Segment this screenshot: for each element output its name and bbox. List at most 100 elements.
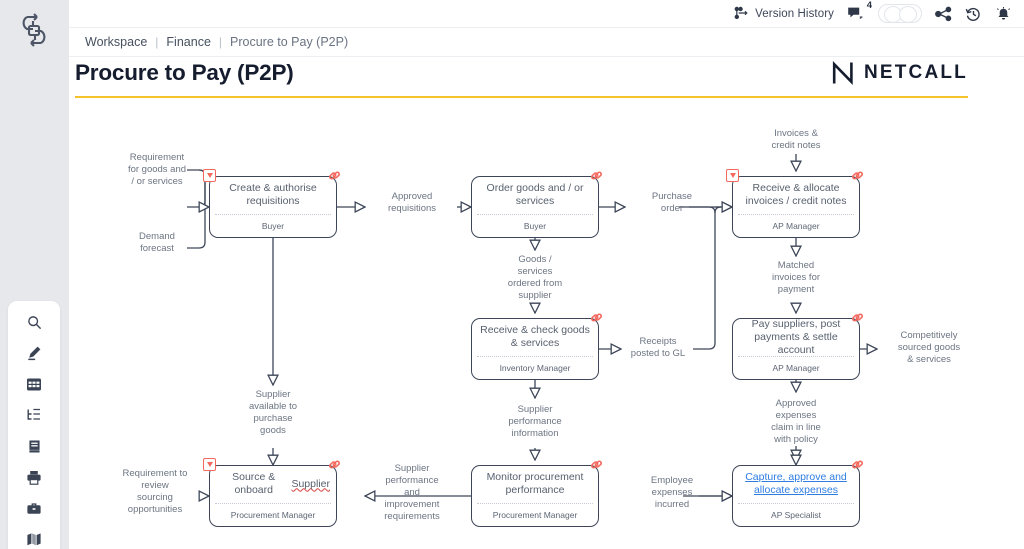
flow-label-supplier-perf-improvement: Supplier performance and improvement req… xyxy=(384,463,440,522)
flow-label-requirement-goods: Requirement for goods and / or services xyxy=(127,152,187,187)
node-role-label: Procurement Manager xyxy=(492,510,578,520)
breadcrumb-item-finance[interactable]: Finance xyxy=(166,35,211,49)
diagram-connectors xyxy=(187,154,1024,549)
flow-label-approved-requisitions: Approved requisitions xyxy=(387,191,437,214)
node-divider xyxy=(477,214,593,215)
page-title: Procure to Pay (P2P) xyxy=(75,60,294,85)
node-divider xyxy=(215,214,331,215)
comments-badge: 4 xyxy=(866,0,872,11)
node-link-chain-icon[interactable] xyxy=(589,310,604,325)
netcall-n-logo-icon xyxy=(831,60,855,86)
flow-label-purchase-order: Purchase order xyxy=(651,191,693,214)
node-dropdown-marker-icon[interactable] xyxy=(203,169,216,182)
share-button[interactable] xyxy=(935,6,952,22)
node-title: Source & onboard Supplier xyxy=(209,465,337,503)
node-role-label: Procurement Manager xyxy=(230,510,316,520)
node-dropdown-marker-icon[interactable] xyxy=(726,169,739,182)
top-toolbar: Version History 4 xyxy=(69,0,1024,27)
node-link-chain-icon[interactable] xyxy=(327,168,342,183)
comment-icon: 4 xyxy=(847,0,872,22)
brand-name: NETCALL xyxy=(863,62,968,83)
node-divider xyxy=(477,356,593,357)
node-link-chain-icon[interactable] xyxy=(589,457,604,472)
node-divider xyxy=(738,356,854,357)
node-link-chain-icon[interactable] xyxy=(850,457,865,472)
notifications-button[interactable] xyxy=(995,6,1012,22)
node-link-chain-icon[interactable] xyxy=(850,168,865,183)
node-link-chain-icon[interactable] xyxy=(589,168,604,183)
node-divider xyxy=(215,503,331,504)
node-dropdown-marker-icon[interactable] xyxy=(203,458,216,471)
node-title: Order goods and / or services xyxy=(486,182,584,207)
highlighter-icon[interactable] xyxy=(21,343,47,363)
node-title: Monitor procurement performance xyxy=(486,471,584,496)
book-icon[interactable] xyxy=(21,436,47,456)
clock-rewind-icon xyxy=(965,6,982,22)
rail-toolbar xyxy=(8,301,60,549)
page-header: Procure to Pay (P2P) NETCALL xyxy=(75,60,968,98)
node-divider xyxy=(477,503,593,504)
flow-label-invoices-credit-notes: Invoices & credit notes xyxy=(771,128,821,151)
node-outline xyxy=(471,176,599,238)
flow-label-receipts-posted-gl: Receipts posted to GL xyxy=(630,336,686,359)
node-divider xyxy=(738,503,854,504)
node-role-label: Buyer xyxy=(523,221,547,231)
share-icon xyxy=(935,6,952,22)
flow-label-requirement-review-sourcing: Requirement to review sourcing opportuni… xyxy=(122,468,188,515)
node-title: Pay suppliers, post payments & settle ac… xyxy=(751,317,841,356)
tree-icon[interactable] xyxy=(21,405,47,425)
title-underline xyxy=(75,96,968,98)
node-title[interactable]: Capture, approve and allocate expenses xyxy=(732,465,860,503)
version-history-button[interactable]: Version History xyxy=(733,6,834,21)
node-link-chain-icon[interactable] xyxy=(850,310,865,325)
left-rail xyxy=(0,0,69,549)
node-outline xyxy=(732,465,860,527)
flow-label-matched-invoices: Matched invoices for payment xyxy=(771,260,821,295)
breadcrumb-item-current: Procure to Pay (P2P) xyxy=(230,35,349,49)
briefcase-icon[interactable] xyxy=(21,498,47,518)
node-title: Receive & allocate invoices / credit not… xyxy=(745,182,847,207)
node-title-link[interactable]: Capture, approve and allocate expenses xyxy=(745,471,847,496)
breadcrumb: Workspace | Finance | Procure to Pay (P2… xyxy=(69,27,1024,57)
process-loop-icon[interactable] xyxy=(13,11,55,49)
node-link-chain-icon[interactable] xyxy=(327,457,342,472)
node-outline xyxy=(732,318,860,380)
flow-label-goods-services-ordered: Goods / services ordered from supplier xyxy=(507,254,563,301)
node-title: Receive & check goods & services xyxy=(480,324,590,349)
flow-label-supplier-available: Supplier available to purchase goods xyxy=(248,389,298,436)
printer-icon[interactable] xyxy=(21,467,47,487)
node-role-label: Inventory Manager xyxy=(499,363,571,373)
node-title-text: Source & onboard xyxy=(232,471,276,496)
process-node-receive-allocate-invoices[interactable]: Receive & allocate invoices / credit not… xyxy=(726,169,863,238)
brand-logo: NETCALL xyxy=(831,60,968,86)
overlap-toggle[interactable] xyxy=(878,4,922,23)
history-button[interactable] xyxy=(965,6,982,22)
search-icon[interactable] xyxy=(21,312,47,332)
node-outline xyxy=(732,176,860,238)
node-role-label: AP Manager xyxy=(772,363,820,373)
breadcrumb-separator: | xyxy=(218,35,223,49)
process-node-pay-suppliers[interactable]: Pay suppliers, post payments & settle ac… xyxy=(732,313,863,380)
node-divider xyxy=(738,214,854,215)
node-outline xyxy=(209,465,337,527)
flow-label-employee-expenses: Employee expenses incurred xyxy=(650,475,694,510)
bell-icon xyxy=(995,6,1012,22)
node-title-misspelled-word: Supplier xyxy=(291,477,330,490)
comments-button[interactable]: 4 xyxy=(847,0,872,22)
version-history-label: Version History xyxy=(755,7,834,20)
breadcrumb-item-workspace[interactable]: Workspace xyxy=(85,35,148,49)
version-history-icon xyxy=(733,6,750,21)
node-role-label: AP Specialist xyxy=(771,510,821,520)
node-outline xyxy=(471,318,599,380)
grid-icon[interactable] xyxy=(21,374,47,394)
map-icon[interactable] xyxy=(21,529,47,549)
node-title: Create & authorise requisitions xyxy=(229,182,317,207)
